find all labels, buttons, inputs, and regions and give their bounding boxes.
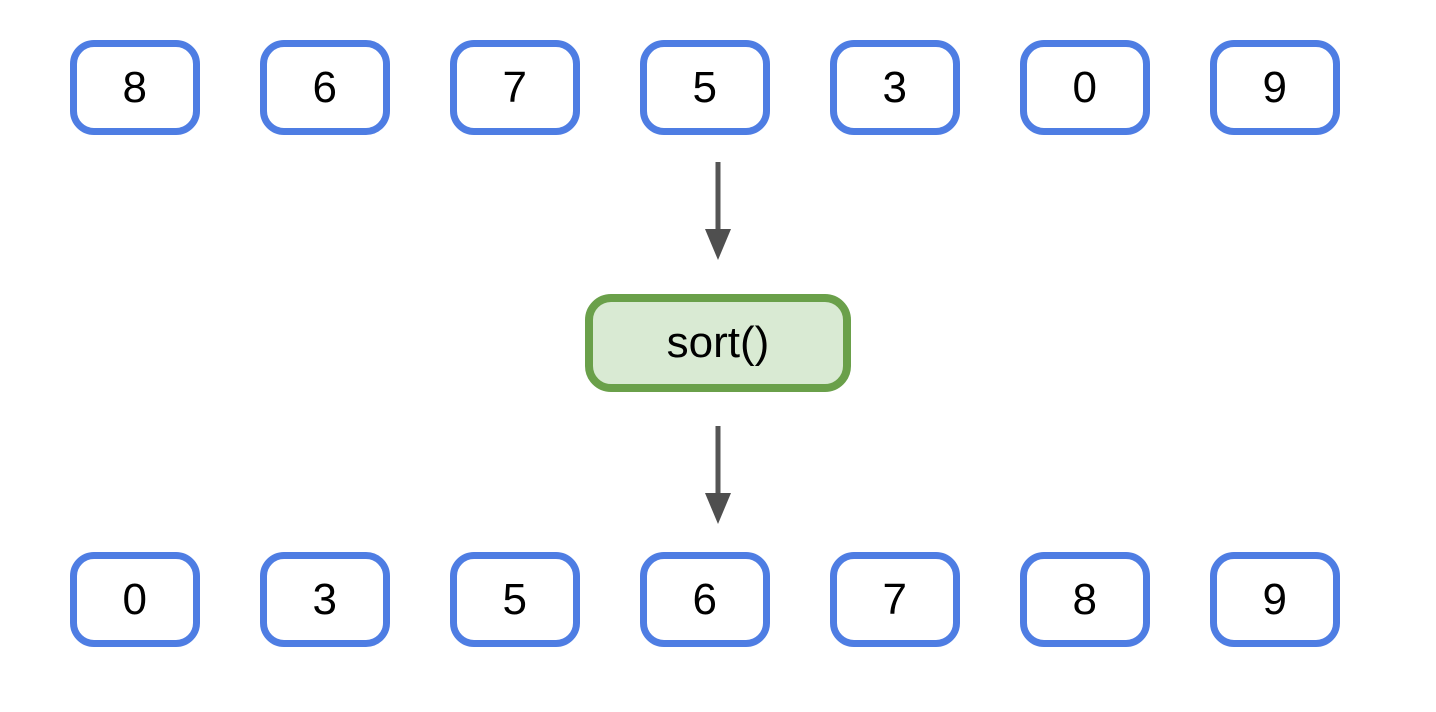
input-cell-2: 7: [450, 40, 580, 135]
input-cell-5: 0: [1020, 40, 1150, 135]
input-cell-4: 3: [830, 40, 960, 135]
output-cell-5: 8: [1020, 552, 1150, 647]
input-cell-0: 8: [70, 40, 200, 135]
input-cell-1: 6: [260, 40, 390, 135]
sort-function-box: sort(): [585, 294, 851, 392]
input-cell-3: 5: [640, 40, 770, 135]
input-cell-6: 9: [1210, 40, 1340, 135]
output-cell-0: 0: [70, 552, 200, 647]
output-cell-3: 6: [640, 552, 770, 647]
output-array-row: 0 3 5 6 7 8 9: [0, 552, 1436, 647]
arrow-down-icon: [705, 162, 731, 260]
output-cell-4: 7: [830, 552, 960, 647]
diagram-center-column: sort(): [0, 135, 1436, 524]
arrow-down-icon: [705, 426, 731, 524]
output-cell-1: 3: [260, 552, 390, 647]
output-cell-6: 9: [1210, 552, 1340, 647]
input-array-row: 8 6 7 5 3 0 9: [0, 40, 1436, 135]
output-cell-2: 5: [450, 552, 580, 647]
